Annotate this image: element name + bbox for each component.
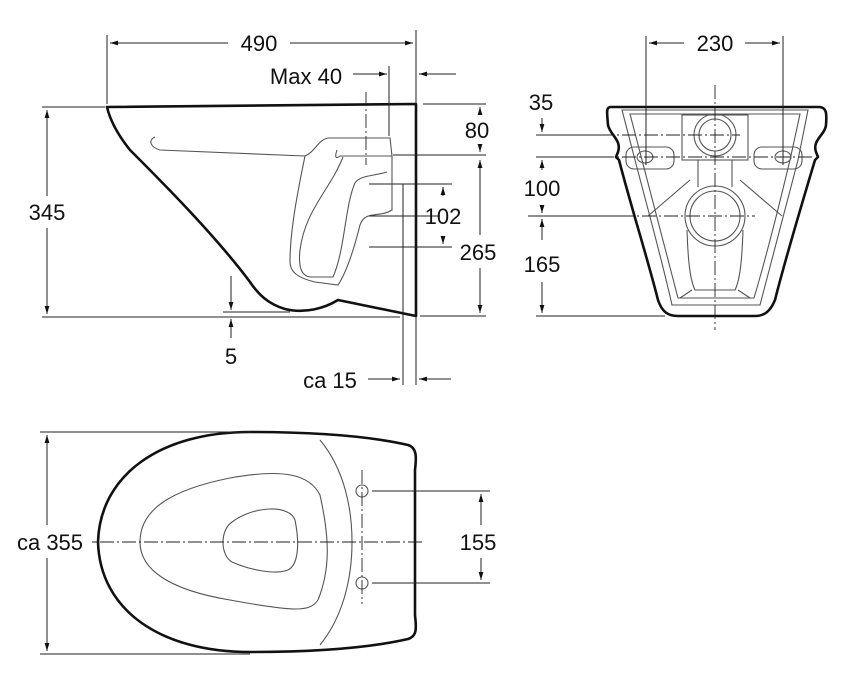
dim-165: 165 [524, 252, 561, 277]
seat-outline [319, 439, 353, 646]
mount-slot-left [625, 146, 675, 170]
seat-rim [150, 136, 393, 159]
dim-5: 5 [225, 344, 237, 369]
bowl-inner [222, 508, 299, 573]
dim-155: 155 [460, 530, 497, 555]
dim-102: 102 [425, 204, 462, 229]
side-view: 490 Max 40 345 80 265 102 5 [29, 30, 497, 393]
rear-inner-outline-2 [629, 113, 801, 299]
rear-ribs [647, 179, 783, 299]
top-outline [96, 430, 418, 654]
bowl-outer [139, 472, 328, 610]
rear-view: 230 35 100 165 [524, 31, 828, 330]
mount-slot-right [753, 146, 803, 170]
rear-inner-outline [621, 109, 809, 306]
dim-80: 80 [465, 118, 489, 143]
dim-ca-355: ca 355 [17, 530, 83, 555]
dim-100: 100 [524, 176, 561, 201]
dim-230: 230 [697, 31, 734, 56]
trap-outer [289, 155, 393, 286]
dim-max-40: Max 40 [270, 64, 342, 89]
dim-345: 345 [29, 200, 66, 225]
dim-490: 490 [241, 31, 278, 56]
side-outline [105, 102, 418, 318]
trap-inner [298, 156, 388, 278]
dim-265: 265 [460, 240, 497, 265]
dim-35: 35 [529, 90, 553, 115]
rear-outline [605, 105, 828, 318]
dim-ca-15: ca 15 [303, 368, 357, 393]
top-view: ca 355 155 [17, 430, 497, 655]
